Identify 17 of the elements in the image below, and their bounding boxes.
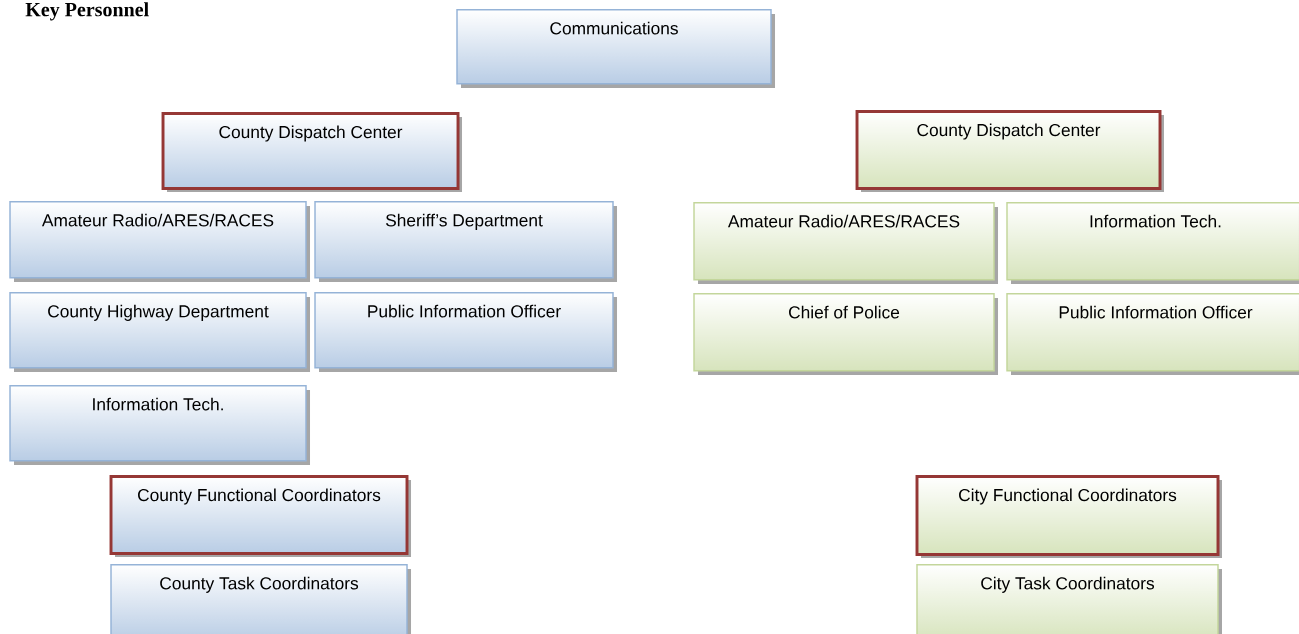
role-box: Public Information Officer (314, 292, 617, 372)
role-box: Public Information Officer (1006, 293, 1299, 375)
role-box: City Task Coordinators (916, 564, 1222, 634)
group-box: County Functional Coordinators (109, 475, 411, 557)
group-box: City Functional Coordinators (915, 475, 1222, 558)
role-box: Amateur Radio/ARES/RACES (693, 202, 998, 284)
role-box: Information Tech. (1006, 202, 1299, 284)
role-box: Amateur Radio/ARES/RACES (9, 201, 310, 282)
role-box: County Task Coordinators (110, 564, 411, 634)
role-box: Communications (456, 9, 775, 88)
role-box: County Highway Department (9, 292, 310, 372)
group-box: County Dispatch Center (161, 112, 462, 192)
role-box: Chief of Police (693, 293, 998, 375)
heading: Key Personnel (25, 2, 149, 21)
role-box: Sheriff’s Department (314, 201, 617, 282)
role-box: Information Tech. (9, 385, 310, 465)
group-box: County Dispatch Center (855, 110, 1164, 192)
